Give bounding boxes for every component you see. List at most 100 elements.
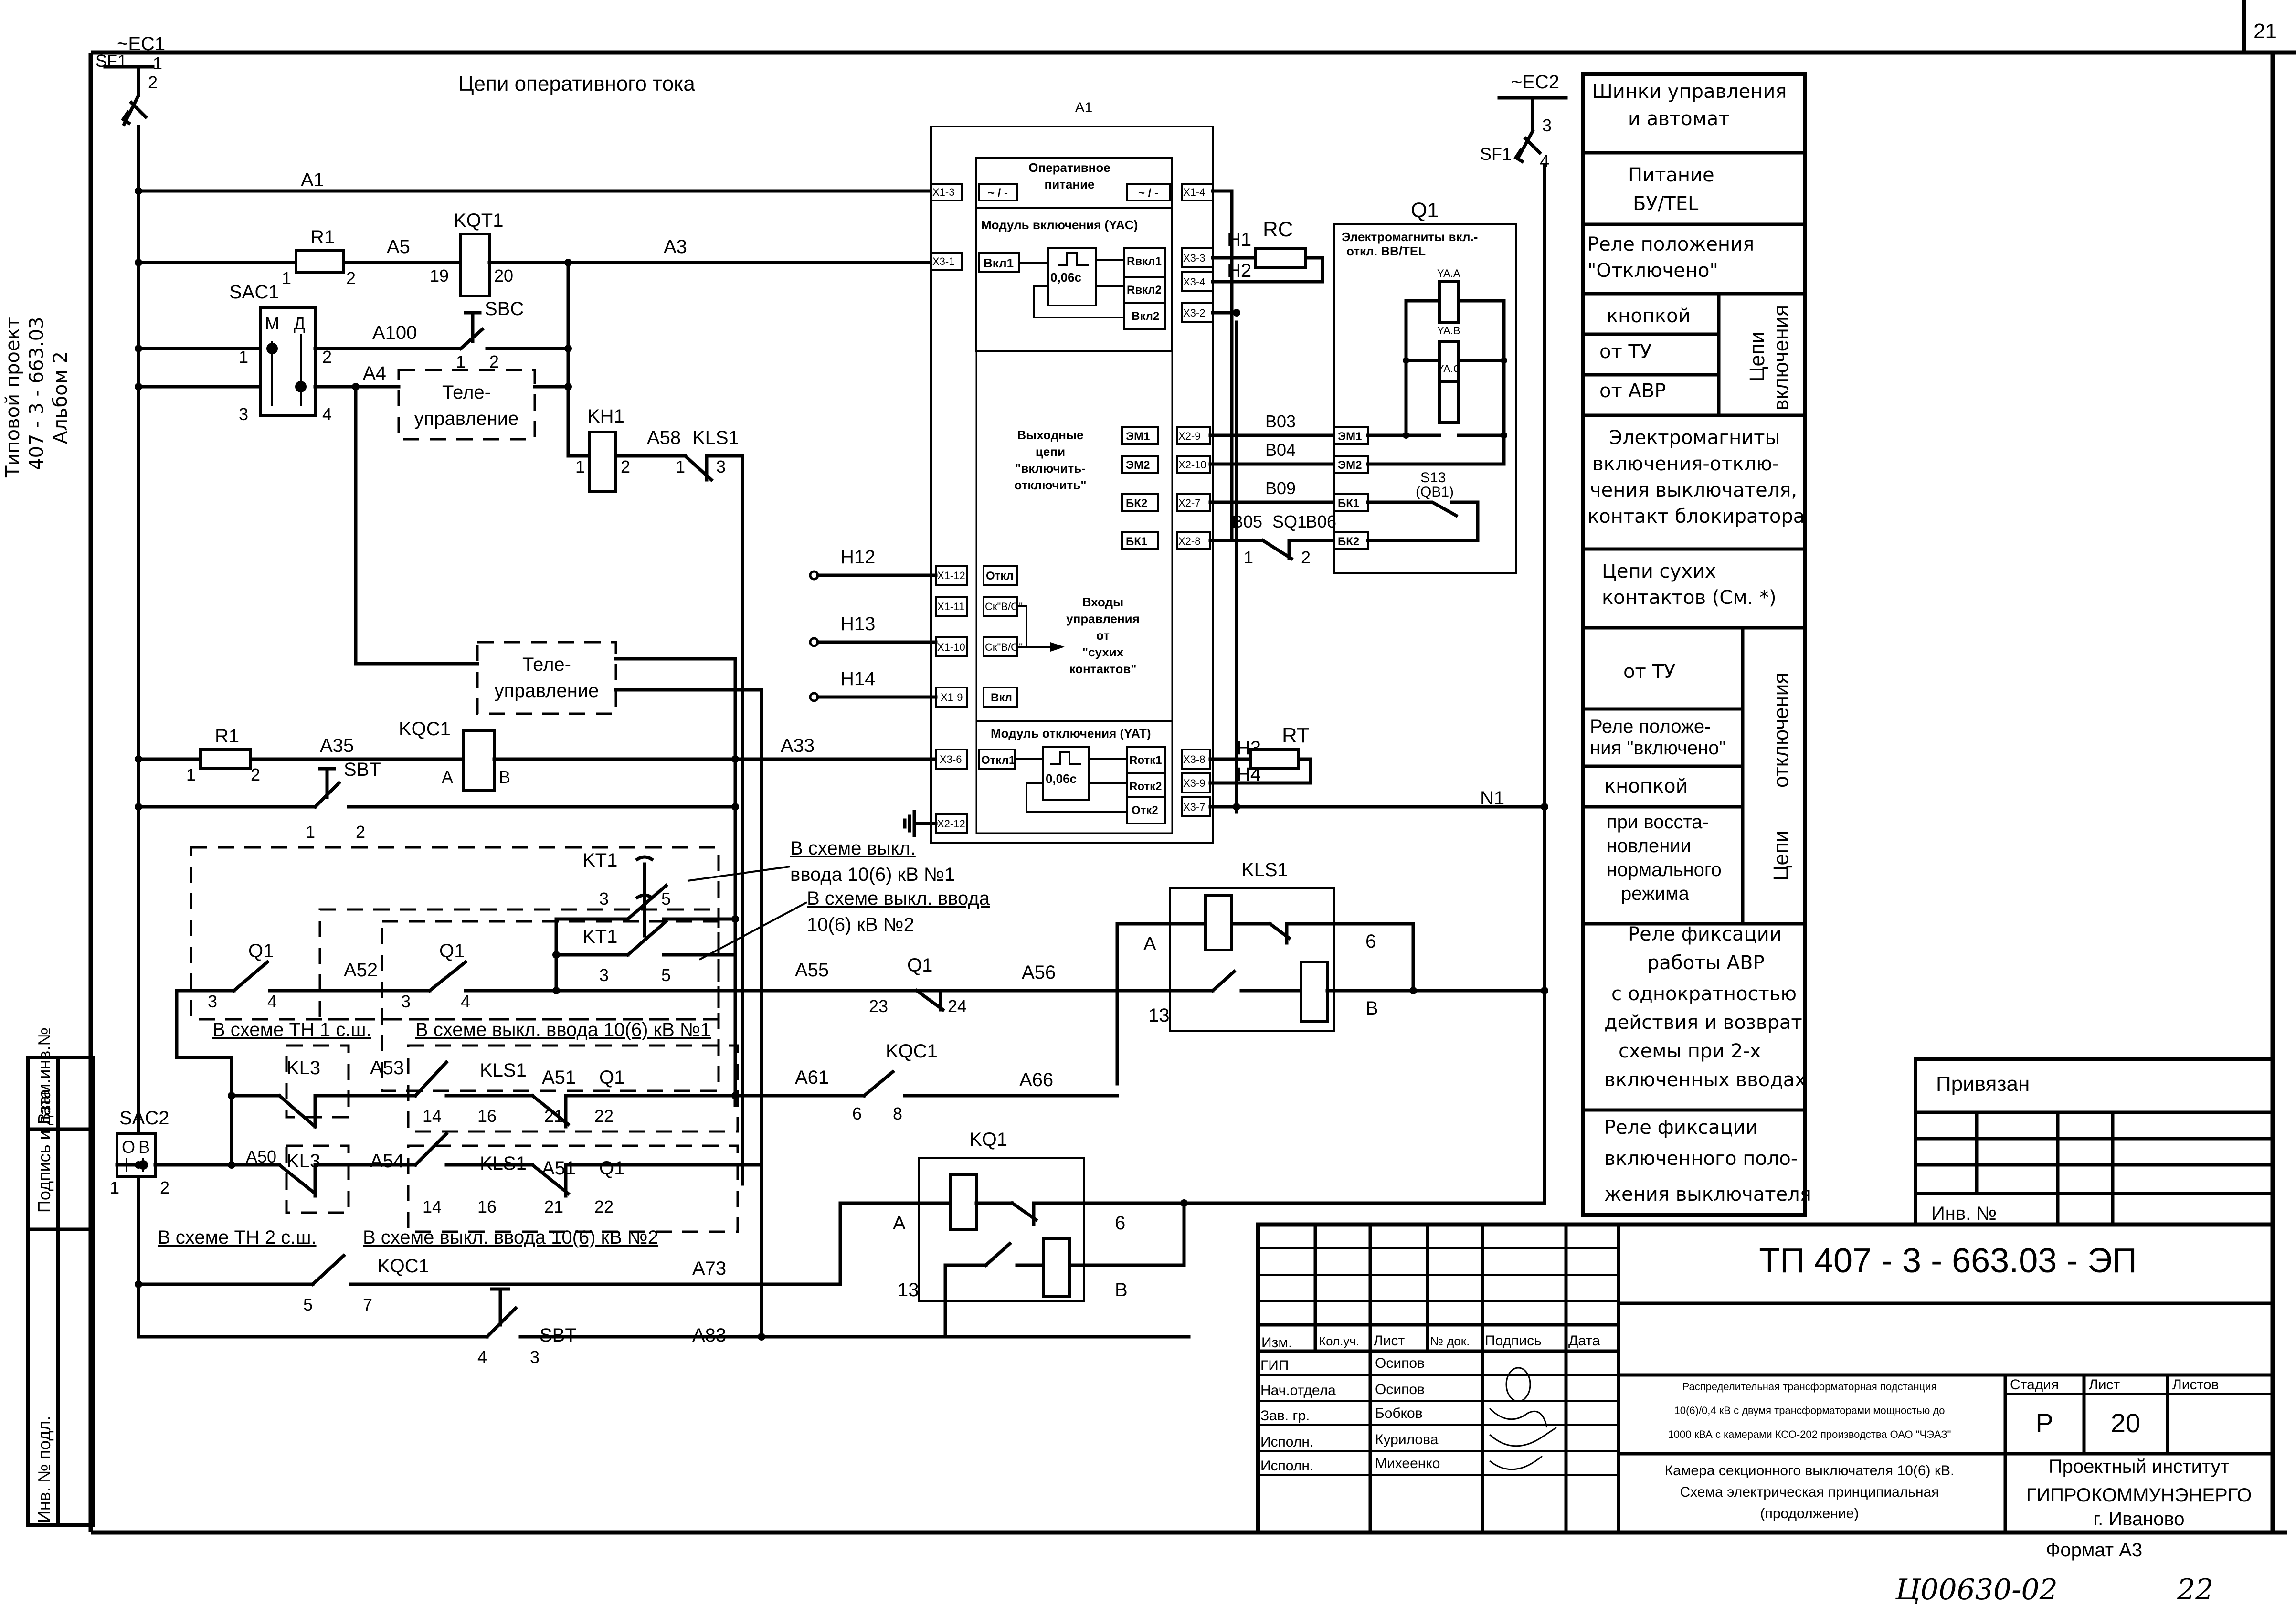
schematic-label: 1 — [306, 822, 315, 842]
schematic-label: при восста- — [1607, 812, 1709, 833]
schematic-label: 1 — [239, 347, 248, 367]
component-box — [476, 641, 617, 715]
component-box — [1181, 772, 1211, 793]
component-box — [462, 729, 496, 792]
schematic-label: (QB1) — [1416, 484, 1454, 500]
schematic-label: Вкл2 — [1132, 310, 1159, 323]
schematic-label: включения — [1769, 305, 1793, 411]
wire-label-a1: A1 — [301, 169, 324, 190]
schematic-label: кнопкой — [1604, 775, 1688, 797]
schematic-label: В схеме ТН 1 с.ш. — [212, 1019, 371, 1040]
schematic-label: X1-3 — [932, 186, 954, 198]
schematic-label: X3-1 — [932, 255, 954, 267]
component-box — [930, 126, 1214, 844]
schematic-label: 407 - 3 - 663.03 — [26, 317, 48, 470]
schematic-label: A — [893, 1213, 906, 1234]
schematic-label: A1 — [1075, 100, 1093, 116]
component-box — [949, 1173, 978, 1231]
kq1-relay: KQ1 A 13 6 B — [838, 1129, 1546, 1339]
sbc-button[interactable]: A100 SBC 1 2 — [313, 298, 572, 371]
schematic-label: 2 — [489, 352, 499, 371]
wire-path — [1513, 129, 1542, 164]
sac1-switch[interactable]: SAC1 М Д 1 2 3 4 — [135, 282, 332, 424]
schematic-label: A73 — [692, 1258, 726, 1279]
schematic-label: 4 — [267, 992, 277, 1011]
component-box — [1181, 302, 1214, 323]
component-box — [588, 431, 617, 493]
junction-dot — [135, 1161, 142, 1169]
component-box — [1126, 746, 1166, 774]
sbt-button-top[interactable]: SBT 1 2 — [135, 759, 739, 842]
schematic-label: от АВР — [1599, 380, 1666, 402]
schematic-label: X2-10 — [1178, 459, 1206, 471]
schematic-label: KL3 — [286, 1151, 320, 1172]
schematic-label: ния "включено" — [1590, 738, 1726, 759]
schematic-label: ввода 10(6) кВ №1 — [790, 864, 955, 885]
schematic-label: Цепи — [1746, 332, 1769, 382]
schematic-label: 1 — [456, 352, 466, 371]
schematic-label: KQC1 — [377, 1256, 429, 1277]
schematic-label: X3-3 — [1183, 252, 1205, 264]
stamp-replaced-inv: Взам.инв.№ — [34, 1027, 54, 1124]
stamp-inv-original: Инв. № подл. — [34, 1416, 54, 1523]
schematic-label: 16 — [477, 1197, 497, 1216]
schematic-label: режима — [1621, 883, 1690, 904]
schematic-label: Вкл — [991, 691, 1012, 704]
schematic-label: KH1 — [587, 406, 624, 427]
schematic-label: X1-12 — [937, 570, 965, 581]
kls1-relay: KLS1 A 13 6 B — [1115, 859, 1548, 1086]
schematic-label: 14 — [423, 1106, 442, 1126]
sbt-button-bottom[interactable]: SBT 4 3 A83 — [137, 1182, 1191, 1367]
schematic-label: 6 — [1365, 931, 1376, 952]
component-box — [930, 183, 963, 201]
junction-dot — [295, 381, 307, 392]
schematic-label: A66 — [1019, 1069, 1053, 1090]
component-box — [407, 1044, 739, 1133]
schematic-label: S13 — [1420, 470, 1446, 486]
schematic-label: X1-4 — [1183, 186, 1205, 198]
schematic-label: "Отключено" — [1587, 260, 1718, 282]
wire-segment — [984, 1241, 1012, 1268]
schematic-label: от ТУ — [1623, 661, 1675, 683]
schematic-label: 21 — [544, 1106, 563, 1126]
schematic-label: B — [1115, 1279, 1128, 1300]
wire-segment — [1260, 538, 1294, 561]
schematic-label: Бобков — [1375, 1406, 1423, 1421]
component-box — [1438, 280, 1460, 324]
junction-dot — [731, 803, 739, 811]
component-box — [983, 687, 1018, 708]
schematic-label: 0,06с — [1050, 270, 1081, 285]
schematic-label: управление — [495, 680, 599, 701]
component-box — [1121, 531, 1159, 550]
schematic-label: Цепи — [1769, 831, 1793, 881]
schematic-label: новлении — [1607, 835, 1691, 856]
schematic-label: Q1 — [439, 941, 465, 962]
schematic-label: A33 — [781, 735, 815, 756]
junction-dot — [564, 345, 572, 352]
a1-control-module: A1 Оперативное питание ~ / - ~ / - Модул… — [930, 100, 1214, 844]
schematic-label: 1 — [153, 53, 162, 73]
bus-ec1: ~ЕС1 SF1 1 2 — [95, 33, 165, 1339]
telecontrol-block-1: A4 Теле- управление — [313, 363, 572, 666]
schematic-label: Михеенко — [1375, 1456, 1440, 1471]
schematic-label: Подпись — [1485, 1333, 1542, 1349]
schematic-label: 13 — [1148, 1005, 1170, 1026]
wire-path — [1050, 751, 1081, 765]
schematic-label: X3-4 — [1183, 276, 1205, 288]
schematic-label: Р — [2035, 1408, 2053, 1438]
component-box — [1126, 796, 1166, 824]
schematic-label: H12 — [840, 547, 875, 568]
kh1-kls1-circuit: KH1 1 2 A58 KLS1 1 3 — [566, 406, 744, 1186]
component-box — [1581, 72, 1807, 1217]
schematic-label: Кол.уч. — [1319, 1334, 1359, 1348]
junction-dot — [228, 1092, 235, 1099]
schematic-label: X3-9 — [1183, 777, 1205, 789]
schematic-label: нормального — [1607, 859, 1722, 880]
junction-dot — [135, 259, 142, 266]
component-box — [56, 1056, 95, 1527]
component-box — [285, 1144, 350, 1214]
junction-dot — [135, 1280, 142, 1288]
sac2-switch[interactable]: SAC2 O B 1 2 — [110, 1108, 233, 1197]
schematic-label: Входы — [1082, 595, 1124, 609]
schematic-label: Д — [294, 314, 305, 333]
